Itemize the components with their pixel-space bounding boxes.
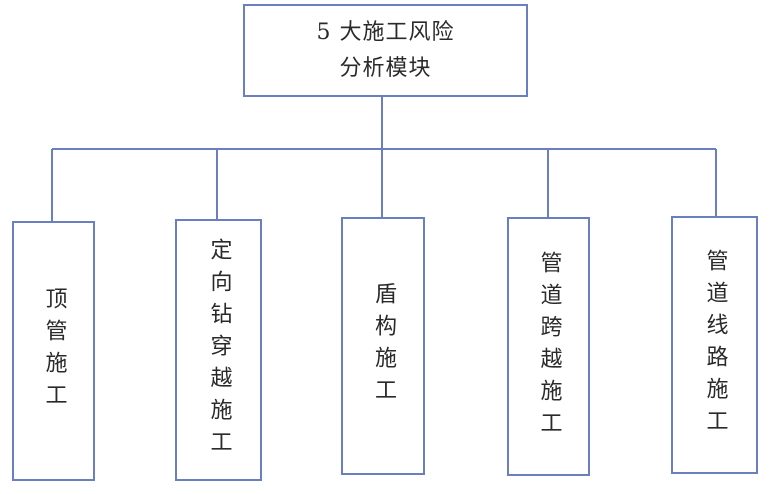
node-directional-drilling: 定向钻穿越施工 xyxy=(175,219,262,481)
node-shield-tunneling: 盾构施工 xyxy=(341,217,425,475)
root-title-line1: 5 大施工风险 xyxy=(316,19,455,45)
node-label: 定向钻穿越施工 xyxy=(206,238,232,462)
node-pipeline-route: 管道线路施工 xyxy=(671,216,758,474)
node-label: 管道线路施工 xyxy=(702,249,728,441)
root-node: 5 大施工风险 分析模块 xyxy=(243,4,528,97)
node-label: 管道跨越施工 xyxy=(536,250,562,443)
node-label: 顶管施工 xyxy=(41,287,67,415)
node-pipeline-crossing: 管道跨越施工 xyxy=(507,217,590,476)
node-label: 盾构施工 xyxy=(371,282,396,410)
root-title-line2: 分析模块 xyxy=(339,55,432,81)
node-pipe-jacking: 顶管施工 xyxy=(12,221,95,481)
